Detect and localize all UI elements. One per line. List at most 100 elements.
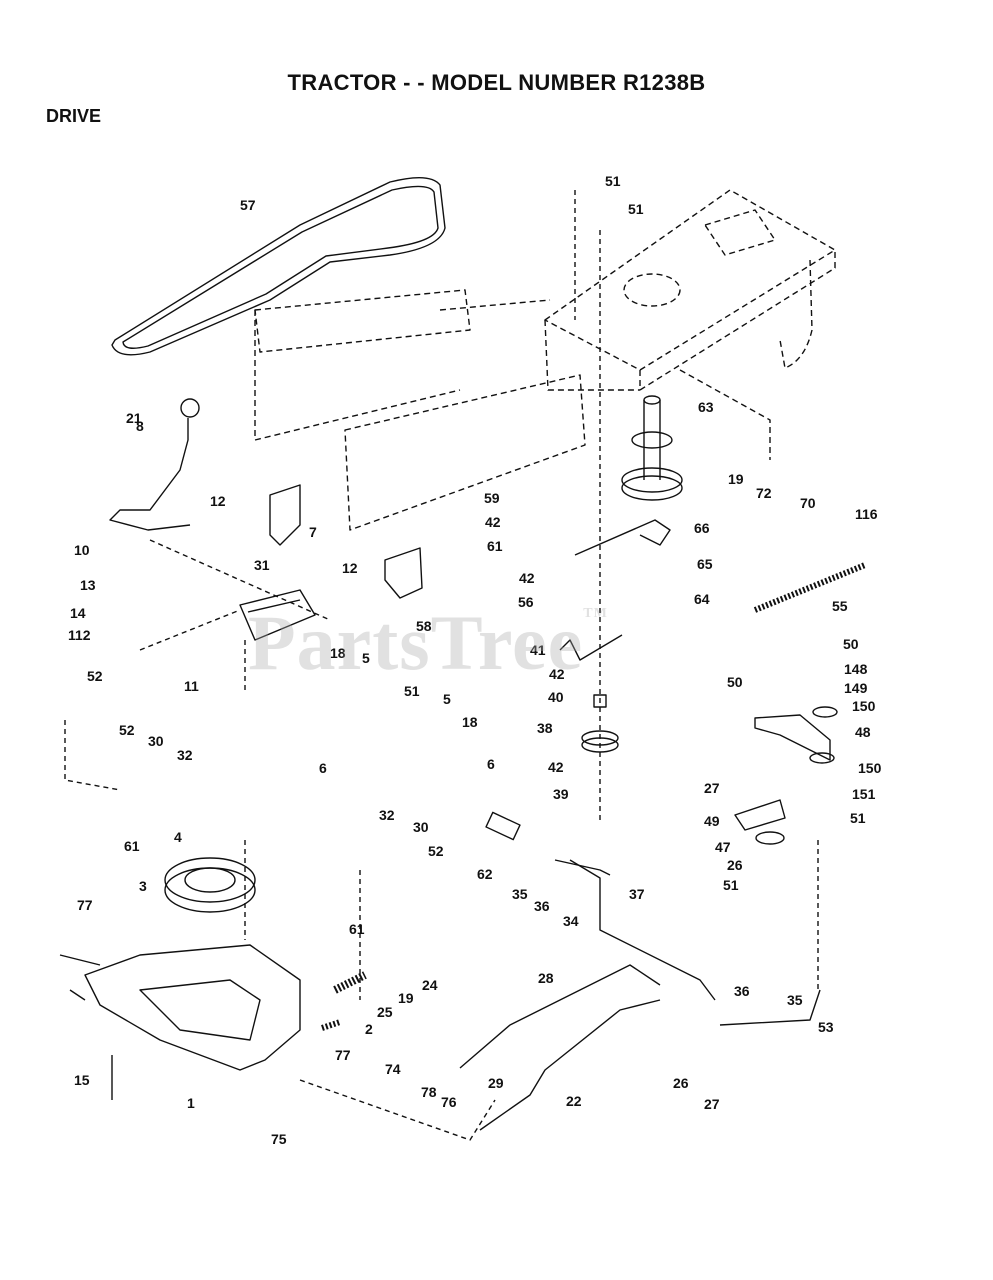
- callout-label: 52: [428, 843, 444, 859]
- callout-label: 19: [728, 471, 744, 487]
- callout-label: 148: [844, 661, 868, 677]
- shift-rod-34: [554, 859, 611, 876]
- callout-label: 26: [727, 857, 743, 873]
- callout-label: 19: [398, 990, 414, 1006]
- pulley-47: [755, 831, 785, 845]
- callout-label: 12: [342, 560, 358, 576]
- callout-label: 75: [271, 1131, 287, 1147]
- callout-label: 61: [487, 538, 503, 554]
- rod-28: [459, 964, 661, 1069]
- callout-label: 13: [80, 577, 96, 593]
- callout-label: 35: [512, 886, 528, 902]
- drive-belt-inner: [122, 185, 439, 349]
- callout-label: 15: [74, 1072, 90, 1088]
- callout-label: 56: [518, 594, 534, 610]
- callout-label: 41: [530, 642, 546, 658]
- callout-label: 74: [385, 1061, 401, 1077]
- callout-label: 24: [422, 977, 438, 993]
- shift-rod-37: [569, 859, 716, 1001]
- callout-label: 29: [488, 1075, 504, 1091]
- dashed-leader: [64, 190, 819, 1141]
- bushing-62: [485, 811, 521, 841]
- callout-label: 51: [404, 683, 420, 699]
- callout-label: 42: [519, 570, 535, 586]
- callout-label: 42: [549, 666, 565, 682]
- callout-label: 50: [727, 674, 743, 690]
- callout-label: 18: [462, 714, 478, 730]
- callout-label: 28: [538, 970, 554, 986]
- callout-label: 149: [844, 680, 868, 696]
- callout-label: 58: [416, 618, 432, 634]
- callout-label: 12: [210, 493, 226, 509]
- callout-label: 61: [349, 921, 365, 937]
- callout-label: 62: [477, 866, 493, 882]
- callout-label: 26: [673, 1075, 689, 1091]
- callout-label: 52: [87, 668, 103, 684]
- callout-label: 32: [379, 807, 395, 823]
- callout-label: 76: [441, 1094, 457, 1110]
- callout-label: 32: [177, 747, 193, 763]
- callout-label: 42: [485, 514, 501, 530]
- callout-label: 35: [787, 992, 803, 1008]
- callout-label: 48: [855, 724, 871, 740]
- callout-label: 6: [487, 756, 495, 772]
- tractor-frame: [254, 189, 836, 531]
- callout-label: 51: [850, 810, 866, 826]
- callout-label: 34: [563, 913, 579, 929]
- callout-label: 116: [855, 506, 878, 522]
- callout-label: 51: [723, 877, 739, 893]
- callout-label: 5: [362, 650, 370, 666]
- callout-label: 59: [484, 490, 500, 506]
- callout-label: 36: [734, 983, 750, 999]
- idler-arm-66: [574, 519, 671, 556]
- callout-label: 66: [694, 520, 710, 536]
- shift-bracket: [239, 589, 316, 641]
- callout-label: 8: [136, 418, 144, 434]
- callout-label: 50: [843, 636, 859, 652]
- callout-label: 77: [335, 1047, 351, 1063]
- callout-label: 150: [858, 760, 882, 776]
- callout-label: 22: [566, 1093, 582, 1109]
- callout-label: 52: [119, 722, 135, 738]
- page-title: TRACTOR - - MODEL NUMBER R1238B: [287, 70, 706, 95]
- callout-label: 7: [309, 524, 317, 540]
- callout-label: 21: [126, 410, 142, 426]
- callout-label: 112: [68, 627, 91, 643]
- callout-label: 38: [537, 720, 553, 736]
- callout-label: 36: [534, 898, 550, 914]
- callout-label: 27: [704, 780, 720, 796]
- spring-2: [321, 1019, 341, 1031]
- callout-label: 150: [852, 698, 876, 714]
- callout-label: 4: [174, 829, 182, 845]
- bracket-48: [754, 714, 831, 761]
- callout-label: 39: [553, 786, 569, 802]
- shift-lever: [109, 418, 191, 531]
- shift-knob: [180, 398, 200, 418]
- callout-label: 57: [240, 197, 256, 213]
- callout-label: 53: [818, 1019, 834, 1035]
- callout-label: 30: [148, 733, 164, 749]
- callout-label: 6: [319, 760, 327, 776]
- rod-22: [479, 999, 661, 1131]
- callout-label: 3: [139, 878, 147, 894]
- transaxle-pulley: [164, 857, 256, 903]
- bracket-58: [384, 547, 423, 599]
- callout-label: 27: [704, 1096, 720, 1112]
- rod-53: [719, 989, 821, 1026]
- spring-55: [753, 562, 867, 613]
- callout-label: 65: [697, 556, 713, 572]
- callout-label: 40: [548, 689, 564, 705]
- callout-label: 47: [715, 839, 731, 855]
- callout-label: 78: [421, 1084, 437, 1100]
- callout-label: 1: [187, 1095, 195, 1111]
- callout-label: 42: [548, 759, 564, 775]
- watermark-text: PartsTree: [248, 599, 584, 686]
- section-label: DRIVE: [46, 106, 102, 126]
- spring-25: [333, 971, 367, 994]
- callout-label: 70: [800, 495, 816, 511]
- callout-label: 30: [413, 819, 429, 835]
- watermark-tm: TM: [583, 606, 608, 621]
- shift-plate-31: [269, 484, 301, 546]
